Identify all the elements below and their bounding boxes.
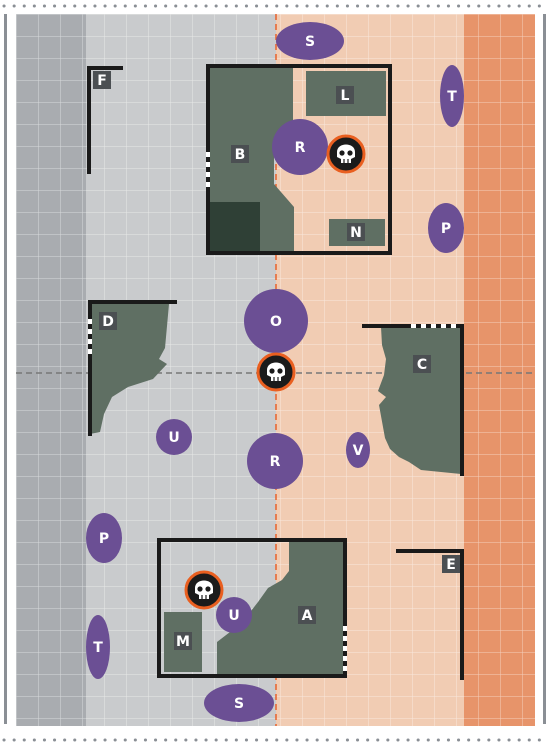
- label-box-d: [99, 312, 117, 330]
- terrain-c-ruin: [378, 327, 461, 474]
- objective-p-right: [428, 203, 464, 253]
- top-dotted-border: [0, 3, 550, 9]
- objective-p-right-label: P: [441, 221, 451, 237]
- objective-t-left: [86, 615, 110, 679]
- objective-p-left-label: P: [99, 531, 109, 547]
- terrain-labels: F L B N D C E A M: [93, 71, 460, 650]
- objective-p-left: [86, 513, 122, 563]
- terrain-b: [206, 64, 392, 255]
- objective-t-right: [440, 65, 464, 127]
- label-n: N: [350, 225, 362, 241]
- terrain-b-shadow: [208, 202, 260, 251]
- objective-r-lower: [247, 433, 303, 489]
- label-box-b: [231, 145, 249, 163]
- label-e: E: [446, 557, 456, 573]
- label-m: M: [176, 634, 190, 650]
- label-box-l: [336, 86, 354, 104]
- objective-r-upper-label: R: [295, 140, 306, 156]
- terrain-a-ruin: [217, 541, 345, 676]
- label-box-c: [413, 355, 431, 373]
- label-d: D: [102, 314, 114, 330]
- terrain-f-wall: [87, 66, 123, 174]
- terrain-c: [362, 324, 464, 476]
- bottom-dotted-border: [0, 737, 550, 743]
- objective-r-lower-label: R: [270, 454, 281, 470]
- right-frame-edge: [543, 14, 546, 724]
- terrain-a: [157, 538, 347, 678]
- objective-o-center-label: O: [270, 314, 282, 330]
- terrain-e-wall: [396, 549, 464, 680]
- label-box-n: [347, 223, 365, 241]
- objective-s-top: [276, 22, 344, 60]
- objective-u-lower-label: U: [228, 608, 239, 624]
- label-box-e: [442, 555, 460, 573]
- label-box-m: [174, 632, 192, 650]
- label-c: C: [417, 357, 427, 373]
- label-box-f: [93, 71, 111, 89]
- skull-icon: [256, 352, 296, 392]
- terrain-b-walls: [206, 64, 392, 255]
- objective-s-bottom-label: S: [234, 696, 244, 712]
- objective-t-left-label: T: [93, 640, 103, 656]
- objective-t-right-label: T: [447, 89, 457, 105]
- objective-v-right: [346, 432, 370, 468]
- terrain-d-ruin: [90, 304, 169, 434]
- label-a: A: [302, 608, 313, 624]
- label-f: F: [97, 73, 107, 89]
- objective-r-upper: [272, 119, 328, 175]
- objective-s-bottom: [204, 684, 274, 722]
- objective-s-top-label: S: [305, 34, 315, 50]
- skull-icon: [326, 134, 366, 174]
- terrain-d: [88, 300, 177, 436]
- game-board: F L B N D C E A M S T R P O U R: [16, 14, 535, 726]
- left-frame-edge: [4, 14, 7, 724]
- label-l: L: [341, 88, 350, 104]
- objective-u-lower: [216, 597, 252, 633]
- objective-o-center: [244, 289, 308, 353]
- objective-markers: S T R P O U R V P U T S: [86, 22, 464, 722]
- skull-icon: [184, 570, 224, 610]
- label-b: B: [235, 147, 246, 163]
- terrain-d-walls: [88, 300, 177, 436]
- terrain-c-walls: [362, 324, 464, 476]
- objective-u-left-label: U: [168, 430, 179, 446]
- label-box-a: [298, 606, 316, 624]
- objective-v-right-label: V: [353, 443, 364, 459]
- terrain-a-walls: [157, 538, 347, 678]
- objective-u-left: [156, 419, 192, 455]
